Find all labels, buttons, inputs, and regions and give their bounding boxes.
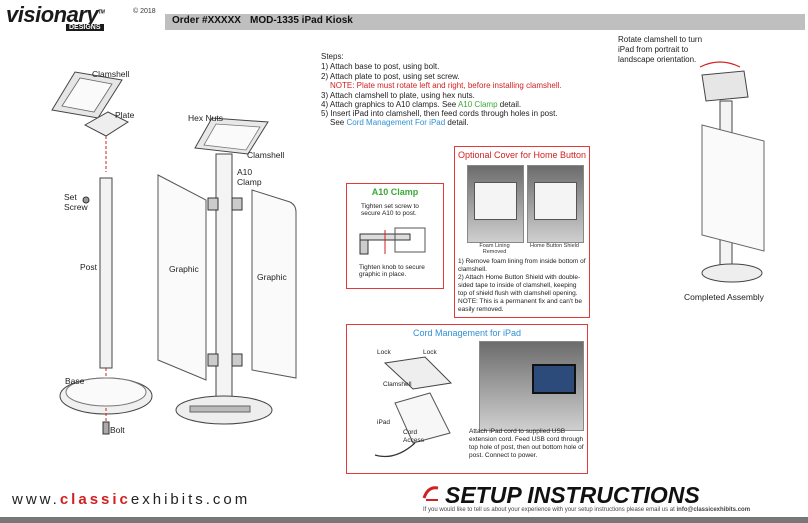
cover-instruction-2: 2) Attach Home Button Shield with double… (458, 274, 586, 298)
label-post: Post (80, 262, 97, 272)
lock-label-2: Lock (423, 349, 437, 356)
label-base: Base (65, 376, 84, 386)
foam-lining-photo (467, 165, 524, 243)
cover-instruction-1: 1) Remove foam lining from inside bottom… (458, 258, 586, 274)
step-1: 1) Attach base to post, using bolt. (321, 62, 439, 71)
completed-graphic-panel (702, 125, 764, 251)
model-title: MOD-1335 iPad Kiosk (250, 15, 353, 26)
setup-instructions-title: SETUP INSTRUCTIONS (445, 482, 700, 509)
bottom-rule (0, 517, 808, 523)
label-clamshell: Clamshell (92, 69, 129, 79)
a10-clamp-top-left (208, 198, 218, 210)
step-5: 5) Insert iPad into clamshell, then feed… (321, 109, 558, 118)
url-prefix: www. (12, 491, 60, 508)
a10-clamp-illustration (355, 224, 435, 264)
ipad-kiosk-photo (479, 341, 584, 431)
copyright: © 2018 (133, 8, 156, 15)
cord-illustration (355, 343, 473, 465)
label-graphic-left: Graphic (169, 264, 199, 274)
a10-box-title: A10 Clamp (347, 187, 443, 197)
trademark: TM (98, 10, 104, 16)
order-number: Order #XXXXX (172, 15, 241, 26)
feedback-line: If you would like to tell us about your … (423, 507, 750, 513)
photo-caption-1: Foam Lining Removed (467, 243, 522, 255)
graphic-panel-right (252, 190, 296, 378)
label-plate: Plate (115, 110, 134, 120)
step-4-text: 4) Attach graphics to A10 clamps. See (321, 100, 456, 109)
step-4-suffix: detail. (500, 100, 521, 109)
step-5-see: See Cord Management For iPad detail. (330, 118, 469, 127)
step-2: 2) Attach plate to post, using set screw… (321, 72, 460, 81)
logo-subtitle: DESIGNS (66, 24, 104, 31)
a10-clamp-top-right (232, 198, 242, 210)
hex-nuts-text: Hex Nuts (188, 113, 223, 123)
label-set-screw: Set Screw (64, 192, 94, 212)
completed-assembly-label: Completed Assembly (684, 292, 764, 302)
cord-instructions: Attach iPad cord to supplied USB extensi… (469, 428, 585, 460)
cord-box-title: Cord Management for iPad (347, 328, 587, 338)
label-clamshell-middle: Clamshell (247, 150, 284, 160)
a10-clamp-bottom-left (208, 354, 218, 366)
clamshell-completed (702, 71, 748, 101)
completed-assembly-diagram (690, 55, 780, 290)
cord-access-label: Cord Access (403, 429, 437, 445)
graphic-panel-left (158, 175, 206, 380)
a10-clamp-box: A10 Clamp Tighten set screw to secure A1… (346, 183, 444, 289)
label-hex-nuts: Hex Nuts (188, 113, 223, 123)
step-5-see-suffix: detail. (447, 118, 468, 127)
post-part (100, 178, 112, 368)
ipad-label: iPad (377, 419, 390, 426)
home-button-cover-box: Optional Cover for Home Button Foam Lini… (454, 146, 590, 318)
label-a10-clamp: A10 Clamp (237, 167, 267, 187)
step-4: 4) Attach graphics to A10 clamps. See A1… (321, 100, 521, 109)
completed-base (702, 264, 762, 282)
cover-note: NOTE: This is a permanent fix and can't … (458, 298, 586, 314)
step-3: 3) Attach clamshell to plate, using hex … (321, 91, 475, 100)
center-post (216, 154, 232, 409)
cord-management-link[interactable]: Cord Management For iPad (346, 118, 445, 127)
photo-caption-2: Home Button Shield (527, 243, 582, 249)
step-5-see-prefix: See (330, 118, 344, 127)
lock-label-1: Lock (377, 349, 391, 356)
a10-clamp-bottom-right (232, 354, 242, 366)
url-brand: classic (60, 491, 131, 508)
step-2-note: NOTE: Plate must rotate left and right, … (330, 81, 562, 90)
cover-box-title: Optional Cover for Home Button (455, 150, 589, 160)
a10-clamp-link[interactable]: A10 Clamp (458, 100, 498, 109)
feedback-email[interactable]: info@classicexhibits.com (676, 507, 750, 513)
website-url[interactable]: www.classicexhibits.com (12, 491, 250, 508)
clamshell-cord-label: Clamshell (383, 381, 412, 388)
a10-box-text-1: Tighten set screw to secure A10 to post. (361, 203, 439, 217)
home-button-shield-photo (527, 165, 584, 243)
url-suffix: exhibits.com (131, 491, 250, 508)
classic-logo-icon (420, 484, 442, 504)
a10-box-text-2: Tighten knob to secure graphic in place. (359, 264, 441, 278)
bolt-part (103, 422, 109, 434)
steps-heading: Steps: (321, 52, 344, 61)
feedback-text: If you would like to tell us about your … (423, 507, 675, 513)
label-bolt: Bolt (110, 425, 125, 435)
label-graphic-right: Graphic (257, 272, 287, 282)
cord-management-box: Cord Management for iPad Lock Lock Clams… (346, 324, 588, 474)
rotate-arrow-icon (700, 62, 740, 67)
